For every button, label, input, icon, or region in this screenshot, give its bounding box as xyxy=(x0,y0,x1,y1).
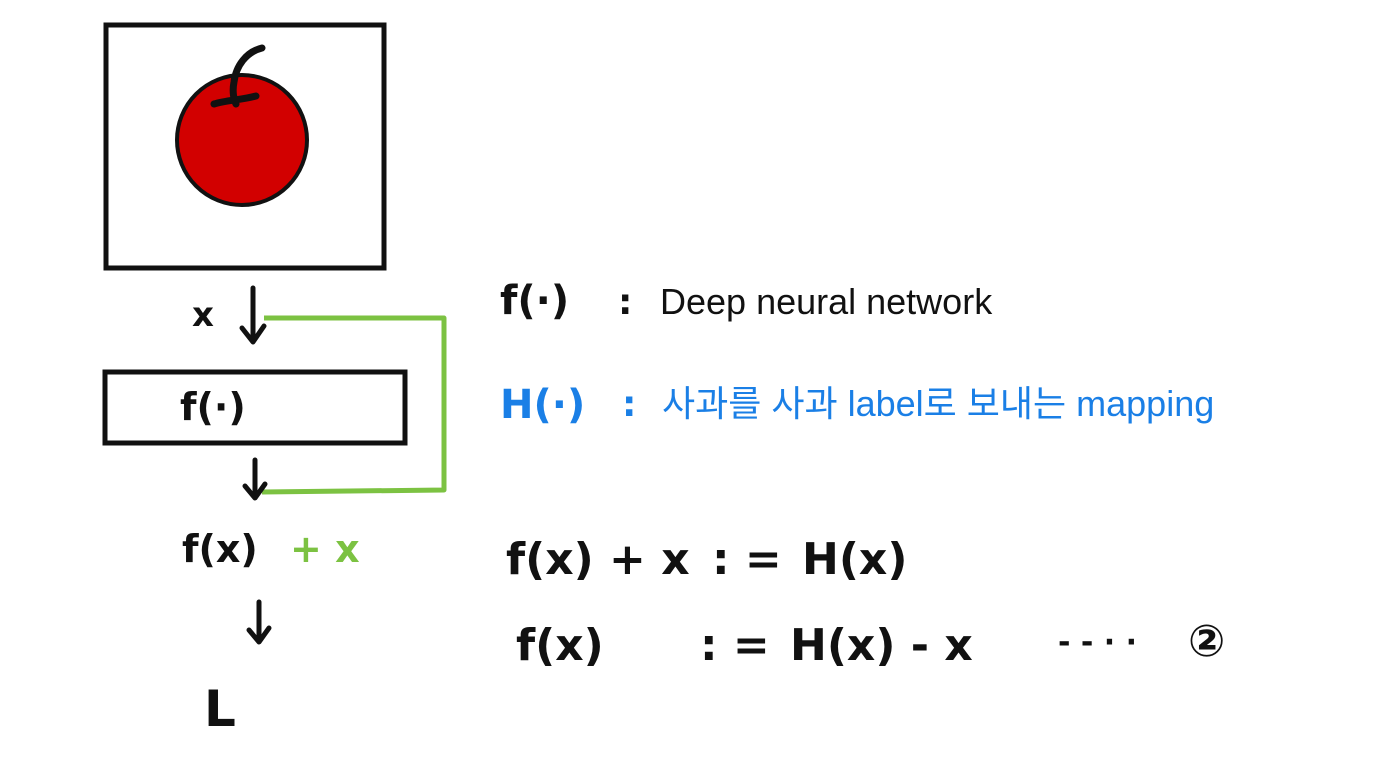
arrow-down-icon xyxy=(239,285,267,345)
legend-h-desc: 사과를 사과 label로 보내는 mapping xyxy=(662,383,1214,424)
equation-2-operator: : = xyxy=(700,620,770,671)
input-image xyxy=(103,22,387,271)
image-frame xyxy=(103,22,387,271)
equation-2-right: H(x) - x xyxy=(790,620,973,671)
legend-f-desc: Deep neural network xyxy=(660,281,993,322)
equation-1-right: H(x) xyxy=(802,534,907,585)
sum-output-label: f(x) xyxy=(182,527,258,571)
equation-2-dots: - - · · xyxy=(1058,625,1137,660)
skip-connection-line xyxy=(261,315,447,495)
equation-1-left: f(x) + x xyxy=(506,534,690,585)
legend-h-colon: : xyxy=(622,384,636,425)
sum-skip-term: + x xyxy=(290,527,360,571)
equation-2-number: ② xyxy=(1188,616,1225,667)
network-block xyxy=(102,369,408,446)
equation-1-operator: : = xyxy=(712,534,782,585)
apple-icon xyxy=(175,73,309,207)
legend-f-symbol: f(·) xyxy=(500,278,569,324)
legend-h-symbol: H(·) xyxy=(500,382,585,428)
loss-label: L xyxy=(204,680,236,738)
legend-f-colon: : xyxy=(618,282,632,323)
apple-stem-icon xyxy=(210,44,266,108)
network-block-label: f(·) xyxy=(180,385,246,429)
arrow-down-icon xyxy=(242,457,268,501)
input-label: x xyxy=(192,295,214,335)
equation-2-left: f(x) xyxy=(516,620,604,671)
arrow-down-icon xyxy=(246,599,272,645)
